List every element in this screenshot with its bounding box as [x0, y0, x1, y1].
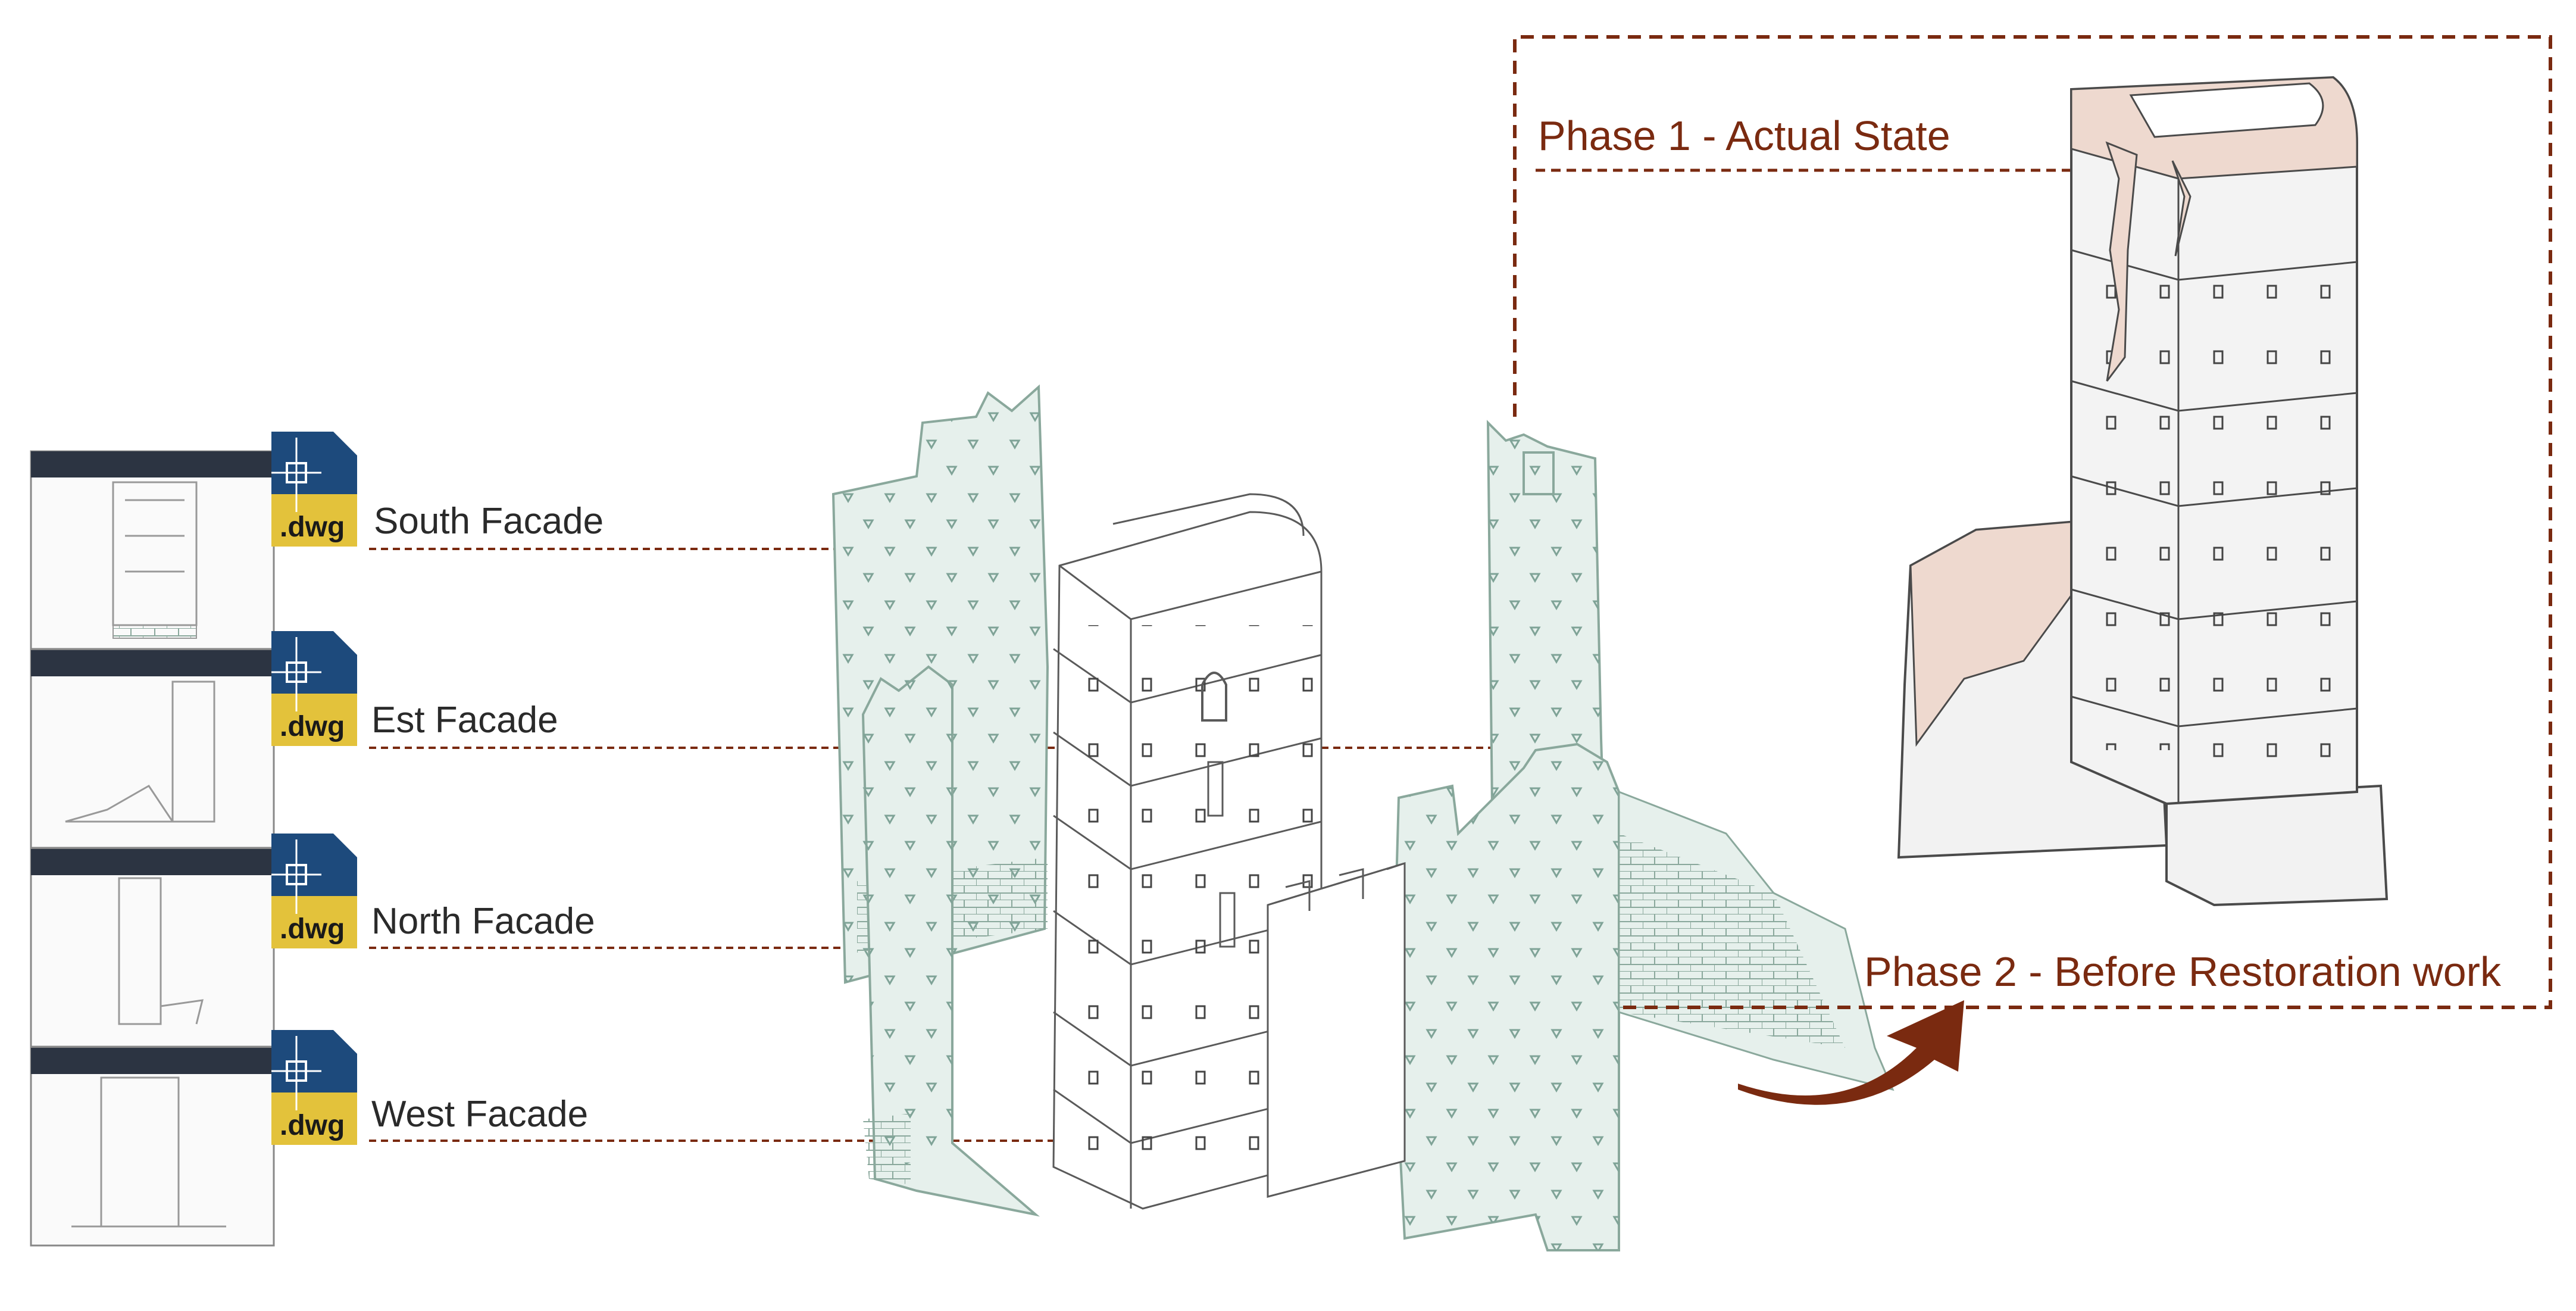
toolbar-strip	[31, 650, 274, 676]
file-south-facade[interactable]	[30, 450, 275, 650]
central-wireframe-tower	[1052, 493, 1406, 1210]
file-north-facade[interactable]	[30, 848, 275, 1048]
toolbar-strip	[31, 1048, 274, 1074]
dwg-file-icon	[271, 432, 357, 547]
drawing-thumbnail	[30, 649, 275, 849]
drawing-thumbnail	[30, 450, 275, 650]
facade-sketch	[71, 1076, 226, 1228]
west-facade-label: West Facade	[371, 1094, 589, 1135]
facade-sketch	[118, 877, 204, 1025]
phase1-frame	[1513, 35, 2552, 1009]
dwg-ext-label: .dwg	[280, 913, 345, 945]
toolbar-strip	[31, 451, 274, 477]
drawing-thumbnail	[30, 1047, 275, 1247]
file-west-facade[interactable]	[30, 1047, 275, 1247]
dwg-ext-label: .dwg	[280, 511, 345, 543]
west-facade-panel	[861, 665, 1040, 1217]
file-est-facade[interactable]	[30, 649, 275, 849]
dwg-file-icon	[271, 834, 357, 948]
dwg-file-icon	[271, 1030, 357, 1145]
south-facade-label: South Facade	[374, 501, 604, 542]
toolbar-strip	[31, 849, 274, 875]
north-facade-panel	[1391, 742, 1895, 1251]
restored-tower	[1897, 76, 2389, 907]
dwg-ext-label: .dwg	[280, 1110, 345, 1141]
dwg-file-icon	[271, 631, 357, 746]
transition-arrow-icon	[1738, 1000, 1964, 1105]
facade-sketch-base	[112, 625, 197, 639]
facade-sketch	[65, 681, 215, 823]
phase1-label: Phase 1 - Actual State	[1538, 113, 1950, 159]
phase2-label: Phase 2 - Before Restoration work	[1864, 948, 2501, 995]
north-facade-label: North Facade	[371, 901, 595, 942]
dwg-ext-label: .dwg	[280, 711, 345, 742]
est-facade-label: Est Facade	[371, 700, 558, 741]
